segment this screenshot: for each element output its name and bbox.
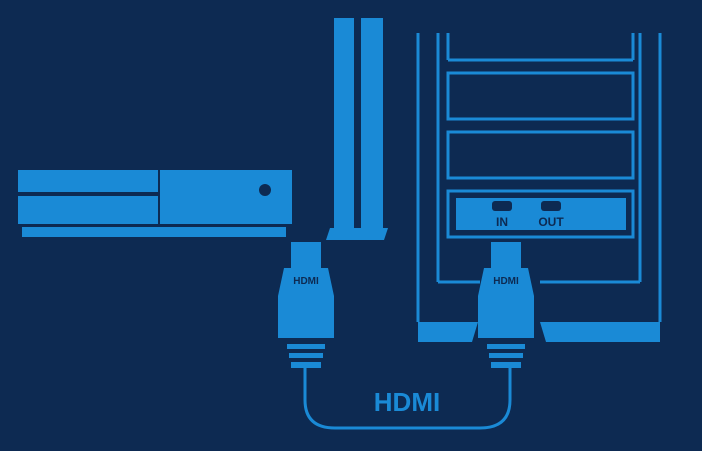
hdmi-connector-right: HDMI (478, 242, 534, 368)
connector-left-label: HDMI (293, 276, 319, 287)
console-horizontal-base (22, 227, 286, 237)
tower-outline (416, 33, 662, 322)
hdmi-connector-icon (278, 268, 334, 338)
hdmi-connector-left: HDMI (278, 242, 334, 368)
connector-left-tip (291, 242, 321, 268)
console-vertical-icon (326, 18, 388, 240)
capture-card-panel (456, 198, 626, 230)
hdmi-in-port: IN (492, 201, 512, 229)
cable-label: HDMI (374, 387, 440, 417)
hdmi-in-port-icon (492, 201, 512, 211)
console-power-button (259, 184, 271, 196)
capture-device-icon: IN OUT (416, 33, 662, 342)
tower-right-foot (540, 322, 660, 342)
console-horizontal-front-panel (160, 170, 292, 224)
tower-left-foot (418, 322, 478, 342)
console-horizontal-icon (18, 170, 292, 237)
connector-left-rib-2 (289, 353, 323, 358)
port-out-label: OUT (538, 215, 564, 229)
drive-bay-2 (446, 130, 635, 180)
hdmi-out-port: OUT (538, 201, 564, 229)
console-vertical-right-panel (361, 18, 383, 228)
connector-left-rib-1 (287, 344, 325, 349)
drive-bay-1 (446, 71, 635, 121)
console-horizontal-top-slab (18, 170, 158, 192)
capture-card-bay (446, 189, 635, 239)
connector-left-rib-3 (291, 362, 321, 368)
console-vertical-left-panel (334, 18, 354, 228)
console-horizontal-bottom-slab (18, 196, 158, 224)
connector-right-rib-3 (491, 362, 521, 368)
hdmi-connector-icon (478, 268, 534, 338)
connector-right-label: HDMI (493, 276, 519, 287)
hdmi-out-port-icon (541, 201, 561, 211)
connector-right-rib-1 (487, 344, 525, 349)
hdmi-cable-icon (303, 368, 512, 430)
port-in-label: IN (496, 215, 508, 229)
connector-right-tip (491, 242, 521, 268)
console-vertical-stand (326, 228, 388, 240)
connector-right-rib-2 (489, 353, 523, 358)
